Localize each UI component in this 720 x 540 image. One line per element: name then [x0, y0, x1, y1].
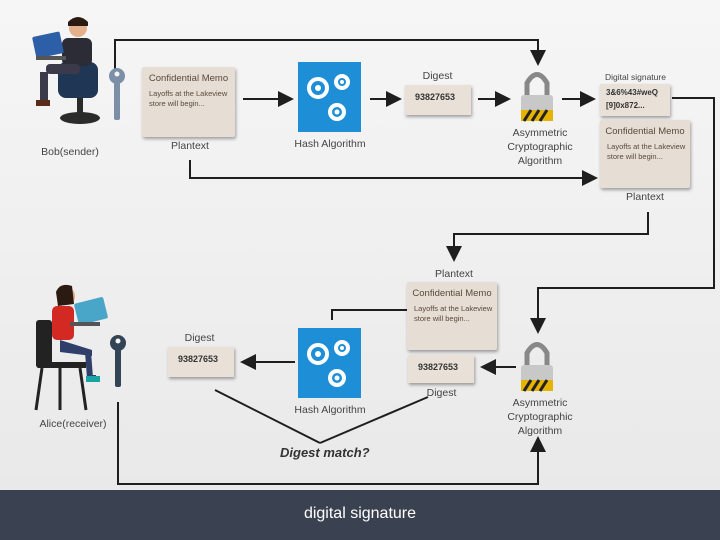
- computed-digest-tag: 93827653: [168, 347, 234, 377]
- received-digest-tag: 93827653: [408, 355, 474, 383]
- memo-title: Confidential Memo: [148, 73, 229, 84]
- key-to-asym-arrow: [114, 39, 546, 70]
- digest-match-label: Digest match?: [280, 445, 370, 460]
- hash-algorithm-top: [298, 62, 361, 132]
- plaintext-label-mid: Plantext: [435, 268, 473, 280]
- alice-key-icon: [110, 335, 126, 387]
- gears-icon: [307, 74, 350, 121]
- sender-label: Bob(sender): [41, 146, 99, 158]
- digest-label-bottom: Digest: [184, 332, 215, 344]
- lock-icon: [524, 342, 550, 365]
- digest-value: 93827653: [415, 92, 456, 102]
- lock-icon: [524, 72, 550, 95]
- hash-box: [298, 328, 361, 398]
- digest-label-mid: Digest: [426, 387, 457, 399]
- hash-algorithm-label-bottom: Hash Algorithm: [294, 404, 366, 416]
- plaintext-memo: Confidential Memo Layoffs at the Lakevie…: [142, 67, 235, 137]
- connector-layer: [114, 39, 715, 485]
- memo-body: Layoffs at the Lakeview store will begin…: [414, 304, 493, 323]
- bob-illustration: [32, 17, 125, 124]
- asym-label-b2: Cryptographic: [507, 411, 573, 423]
- signature-right-arrow: [530, 97, 715, 334]
- memo-title: Confidential Memo: [605, 126, 685, 137]
- memo-body: Layoffs at the Lakeview store will begin…: [607, 142, 686, 161]
- asym-label-b3: Algorithm: [517, 425, 563, 437]
- footer-caption: digital signature: [303, 505, 417, 522]
- signature-tag: 3&6%43#weQ [9]0x872...: [600, 84, 670, 116]
- bundle-down-arrow: [446, 212, 649, 262]
- memo-title: Confidential Memo: [412, 288, 492, 299]
- plaintext-label: Plantext: [171, 140, 209, 152]
- memo-body: Layoffs at the Lakeview store will begin…: [149, 89, 228, 108]
- digest-tag: 93827653: [405, 85, 471, 115]
- plaintext-to-bundle-arrow: [189, 160, 598, 186]
- hash-algorithm-bottom: [298, 328, 361, 398]
- receiver-label: Alice(receiver): [39, 418, 107, 430]
- signed-memo: Confidential Memo Layoffs at the Lakevie…: [600, 120, 690, 188]
- hash-box: [298, 62, 361, 132]
- digest-match-right-line: [319, 396, 429, 444]
- alice-key-to-asym-arrow: [117, 402, 546, 485]
- plaintext-label-right: Plantext: [626, 191, 664, 203]
- alice-icon: [34, 284, 108, 411]
- bob-icon: [32, 17, 100, 124]
- memo2-to-hash-arrow: [331, 309, 408, 320]
- signature-line-1: 3&6%43#weQ: [606, 88, 659, 97]
- digest-label: Digest: [422, 70, 453, 82]
- digest-value: 93827653: [418, 362, 459, 372]
- digest-match-left-line: [214, 389, 321, 444]
- digital-signature-label: Digital signature: [605, 72, 666, 82]
- padlock-top: [521, 72, 553, 122]
- asym-label-b1: Asymmetric: [512, 397, 568, 409]
- alice-illustration: [34, 284, 126, 411]
- asym-label-3: Algorithm: [517, 155, 563, 167]
- gears-icon: [307, 340, 350, 387]
- bob-key-icon: [109, 68, 125, 120]
- signature-line-2: [9]0x872...: [606, 101, 645, 110]
- digest-value: 93827653: [178, 354, 219, 364]
- asym-label-1: Asymmetric: [512, 127, 568, 139]
- hash-algorithm-label: Hash Algorithm: [294, 138, 366, 150]
- received-memo: Confidential Memo Layoffs at the Lakevie…: [407, 282, 497, 350]
- footer-bar: digital signature: [0, 490, 720, 540]
- asym-label-2: Cryptographic: [507, 141, 573, 153]
- padlock-bottom: [521, 342, 553, 392]
